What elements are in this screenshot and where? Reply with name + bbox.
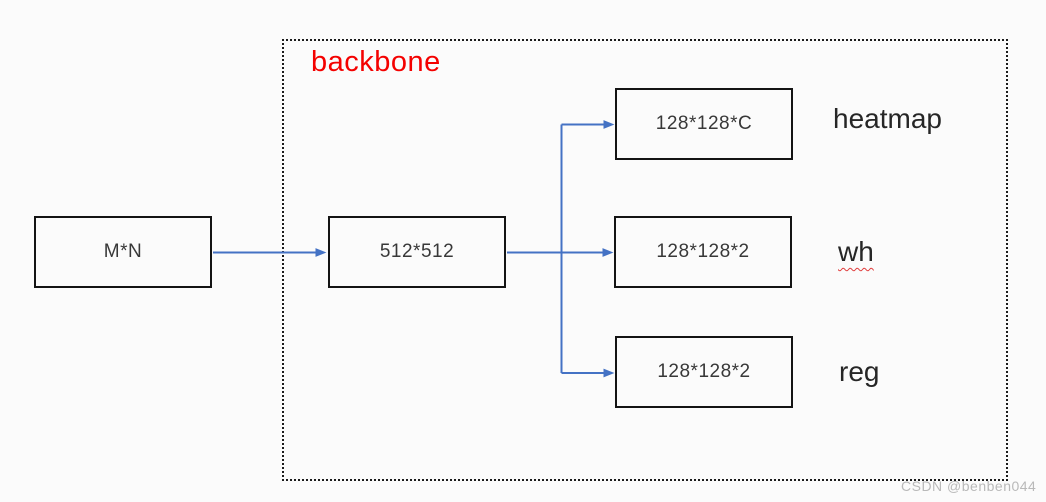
node-wh: 128*128*2 [614,216,792,288]
node-backbone: 512*512 [328,216,506,288]
node-wh-label: 128*128*2 [656,241,750,262]
node-input-label: M*N [103,241,143,262]
node-reg: 128*128*2 [615,336,793,408]
node-heatmap-label: 128*128*C [655,113,753,134]
node-input: M*N [34,216,212,288]
node-heatmap: 128*128*C [615,88,793,160]
watermark: CSDN @benben044 [901,478,1037,494]
output-label-wh: wh [838,236,874,267]
node-reg-label: 128*128*2 [657,361,751,382]
output-label-heatmap: heatmap [833,103,942,134]
backbone-region [282,39,1008,481]
node-backbone-label: 512*512 [379,241,455,262]
output-label-reg: reg [839,356,880,387]
backbone-label: backbone [311,46,441,78]
